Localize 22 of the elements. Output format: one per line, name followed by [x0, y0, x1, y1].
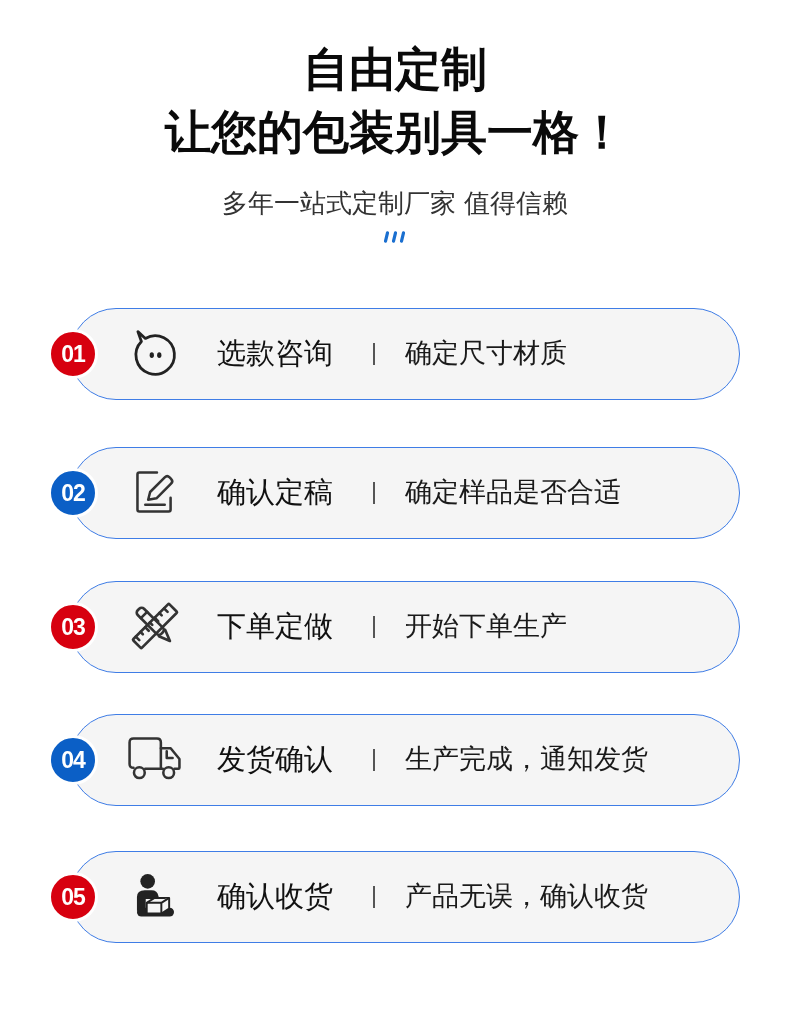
step-card	[48, 447, 740, 539]
step-title: 选款咨询	[217, 336, 333, 371]
step-number: 03	[48, 602, 98, 652]
step-number: 04	[48, 735, 98, 785]
step-number: 01	[48, 329, 98, 379]
step-card	[48, 308, 740, 400]
step-description: 生产完成，通知发货	[405, 743, 648, 776]
step-title: 发货确认	[217, 742, 333, 777]
step-description: 确定样品是否合适	[405, 476, 621, 509]
step-title: 下单定做	[217, 609, 333, 644]
step-card	[48, 714, 740, 806]
page-title: 自由定制让您的包装别具一格！	[163, 42, 626, 160]
step-card	[48, 851, 740, 943]
step-card	[48, 581, 740, 673]
step-description: 产品无误，确认收货	[405, 880, 648, 913]
step-title: 确认定稿	[217, 475, 333, 510]
subtitle: 多年一站式定制厂家 值得信赖	[222, 187, 568, 220]
step-description: 开始下单生产	[405, 610, 567, 643]
step-number: 02	[48, 468, 98, 518]
step-title: 确认收货	[217, 879, 333, 914]
step-description: 确定尺寸材质	[405, 337, 567, 370]
step-number: 05	[48, 872, 98, 922]
